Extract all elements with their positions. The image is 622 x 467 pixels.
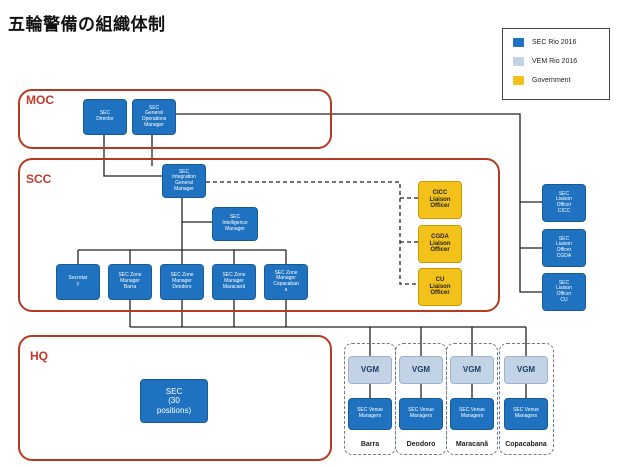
moc-region: [18, 89, 332, 149]
legend-label-sec: SEC Rio 2016: [532, 39, 577, 46]
cgda-liaison-box: CGDA Liaison Officer: [418, 225, 462, 263]
venue-label-maracana: Maracanã: [455, 441, 489, 448]
zone-manager-maracana-box: SEC Zone Manager Maracanã: [212, 264, 256, 300]
hq-sec-positions-box: SEC (30 positions): [140, 379, 208, 423]
hq-label: HQ: [30, 349, 48, 363]
legend-label-vem: VEM Rio 2016: [532, 58, 578, 65]
vgm-deodoro-box: VGM: [399, 356, 443, 384]
scc-label: SCC: [26, 172, 52, 186]
cicc-liaison-box: CICC Liaison Officer: [418, 181, 462, 219]
legend-label-government: Government: [532, 77, 571, 84]
venue-managers-barra-box: SEC Venue Managers: [348, 398, 392, 430]
hq-region: [18, 335, 332, 461]
vgm-maracana-box: VGM: [450, 356, 494, 384]
intelligence-manager-box: SEC Intelligence Manager: [212, 207, 258, 241]
sec-liaison-cu-box: SEC Liaison Officer CU: [542, 273, 586, 311]
venue-frame-copacabana: [499, 343, 554, 455]
venue-label-deodoro: Deodoro: [406, 441, 436, 448]
zone-manager-copacabana-box: SEC Zone Manager Copacaban a: [264, 264, 308, 300]
line-integration-gov-dashed: [206, 181, 418, 285]
vgm-barra-box: VGM: [348, 356, 392, 384]
cu-liaison-box: CU Liaison Officer: [418, 268, 462, 306]
legend: SEC Rio 2016 VEM Rio 2016 Government: [502, 28, 610, 100]
venue-label-copacabana: Copacabana: [505, 441, 547, 448]
scc-region: [18, 158, 500, 312]
general-operations-manager-box: SEC General Operations Manager: [132, 99, 176, 135]
venue-managers-copacabana-box: SEC Venue Managers: [504, 398, 548, 430]
venue-label-barra: Barra: [360, 441, 380, 448]
page-title: 五輪警備の組織体制: [8, 15, 166, 35]
legend-swatch-government: [513, 76, 524, 85]
integration-manager-box: SEC Integration General Manager: [162, 164, 206, 198]
venue-managers-maracana-box: SEC Venue Managers: [450, 398, 494, 430]
moc-label: MOC: [26, 93, 54, 107]
vgm-copacabana-box: VGM: [504, 356, 548, 384]
sec-director-box: SEC Director: [83, 99, 127, 135]
legend-item-sec: SEC Rio 2016: [513, 38, 576, 47]
line-gom-right: [172, 113, 542, 293]
secretary-box: Secretar y: [56, 264, 100, 300]
legend-swatch-sec: [513, 38, 524, 47]
venue-frame-maracana: [446, 343, 498, 455]
legend-item-vem: VEM Rio 2016: [513, 57, 577, 66]
venue-managers-deodoro-box: SEC Venue Managers: [399, 398, 443, 430]
legend-item-government: Government: [513, 76, 571, 85]
sec-liaison-cicc-box: SEC Liaison Officer CICC: [542, 184, 586, 222]
sec-liaison-cgda-box: SEC Liaison Officer CGDA: [542, 229, 586, 267]
legend-swatch-vem: [513, 57, 524, 66]
zone-manager-barra-box: SEC Zone Manager Barra: [108, 264, 152, 300]
zone-manager-deodoro-box: SEC Zone Manager Deodoro: [160, 264, 204, 300]
